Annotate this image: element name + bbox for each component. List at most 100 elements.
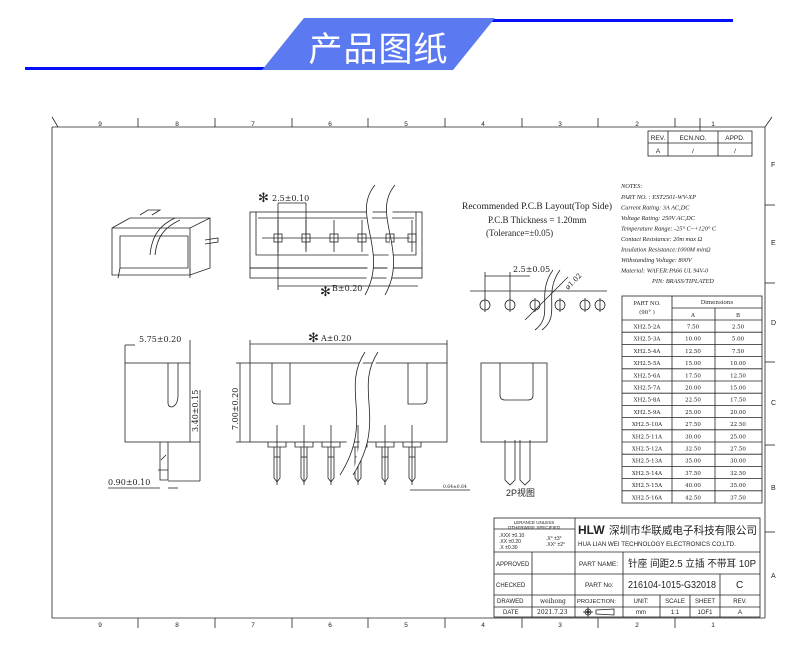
frame-column-label: 4 <box>481 622 485 629</box>
ecn-header: ECN.NO. <box>679 135 706 142</box>
frame-column-label: 1 <box>711 622 715 629</box>
front-length-dim: A±0.20 <box>320 334 351 343</box>
frame-column-label: 3 <box>558 622 562 629</box>
note-line: Contact Resistance: 20m max Ω <box>621 236 703 243</box>
pcb-pitch: 2.5±0.05 <box>513 265 550 274</box>
note-line: Material: WAFER:PA66 UL 94V-0 <box>620 268 709 275</box>
sheet-value: 1OF1 <box>697 610 713 616</box>
frame-row-label: F <box>771 162 775 169</box>
company-cn: 深圳市华联威电子科技有限公司 <box>609 523 757 537</box>
end-view <box>480 362 548 486</box>
banner-line-right <box>492 19 733 22</box>
approved-label: APPROVED <box>496 562 530 568</box>
notes-title: NOTES: <box>620 183 642 190</box>
front-view <box>236 340 470 491</box>
note-line: Voltage Rating: 250V AC,DC <box>621 215 696 222</box>
side-pin-dim: 0.90±0.10 <box>108 478 150 487</box>
frame-row-label: C <box>771 400 776 407</box>
table-dim-a: 12.50 <box>685 349 701 355</box>
part-no-label: PART No: <box>585 582 614 589</box>
note-line: Temperature Range: -25° C~+120° C <box>621 226 717 233</box>
drawed-label: DRAWED <box>497 599 524 605</box>
frame-column-label: 8 <box>175 121 179 128</box>
star-mark: ✻ <box>258 191 269 206</box>
table-dim-a: 27.50 <box>685 422 701 428</box>
table-col-b: B <box>736 313 740 319</box>
table-dim-a: 7.50 <box>687 325 700 331</box>
scale-value: 1:1 <box>671 610 680 616</box>
header-banner: 产品图纸 <box>262 18 495 70</box>
table-part-no: XH2.5-13A <box>632 459 663 465</box>
table-dim-b: 17.50 <box>730 398 746 404</box>
front-pin-dim: 0.64±0.64 <box>443 484 467 490</box>
table-dim-b: 32.50 <box>730 471 746 477</box>
frame-column-label: 8 <box>175 622 179 629</box>
table-dim-b: 25.00 <box>730 434 746 440</box>
table-part-header: PART NO. <box>633 301 661 307</box>
tol-line: .XX ±0.20 <box>499 539 521 545</box>
frame-column-label: 7 <box>251 121 255 128</box>
table-dim-b: 35.00 <box>730 483 746 489</box>
front-height-dim: 7.00±0.20 <box>231 388 240 430</box>
table-dim-b: 7.50 <box>732 349 745 355</box>
table-part-no: XH2.5-7A <box>634 386 662 392</box>
table-dim-a: 40.00 <box>685 483 701 489</box>
table-dim-header: Dimensions <box>701 300 734 306</box>
note-line: PART NO. : EST2501-WV-XP <box>620 194 696 201</box>
pcb-title: Recommended P.C.B Layout(Top Side) <box>462 201 612 211</box>
table-part-no: XH2.5-12A <box>632 447 663 453</box>
frame-column-label: 2 <box>635 121 639 128</box>
note-line: Insulation Resistance:1000M minΩ <box>620 247 711 254</box>
part-no-value: 216104-1015-G32018 <box>628 580 716 591</box>
frame-column-label: 9 <box>98 622 102 629</box>
table-dim-a: 10.00 <box>685 337 701 343</box>
sheet-label: SHEET <box>695 599 715 605</box>
table-part-no: XH2.5-6A <box>634 373 662 379</box>
drawed-value: weihong <box>540 598 566 605</box>
table-part-no: XH2.5-8A <box>634 398 662 404</box>
tolerance-title: LERANCE UNLESS <box>514 520 555 525</box>
frame-row-label: A <box>771 573 776 580</box>
rev-value: A <box>656 148 661 155</box>
pcb-thickness: P.C.B Thickness = 1.20mm <box>488 215 586 225</box>
part-name-label: PART NAME: <box>579 561 618 568</box>
table-dim-a: 42.50 <box>685 495 701 501</box>
frame-row-label: E <box>771 240 776 247</box>
title-block <box>493 517 761 618</box>
unit-value: mm <box>636 610 646 616</box>
table-part-sub: (90° ) <box>639 309 655 316</box>
table-dim-a: 22.50 <box>685 398 701 404</box>
part-name-value: 针座 间距2.5 立插 不带耳 10P <box>628 557 756 570</box>
frame-column-label: 6 <box>328 121 332 128</box>
projection-label: PROJECTION: <box>577 599 616 605</box>
table-part-no: XH2.5-16A <box>632 495 663 501</box>
table-part-no: XH2.5-9A <box>634 410 662 416</box>
side-height-dim: 3.40±0.15 <box>191 390 200 432</box>
table-dim-b: 15.00 <box>730 386 746 392</box>
star-mark: ✻ <box>308 331 319 346</box>
table-dim-b: 5.00 <box>732 337 745 343</box>
isometric-view <box>111 209 219 279</box>
appd-header: APPD. <box>725 135 745 142</box>
table-dim-a: 25.00 <box>685 410 701 416</box>
frame-row-label: B <box>771 485 776 492</box>
revision-table <box>647 118 753 157</box>
table-dim-b: 12.50 <box>730 373 746 379</box>
table-part-no: XH2.5-3A <box>634 337 662 343</box>
table-part-no: XH2.5-5A <box>634 361 662 367</box>
dimension-table <box>621 295 763 504</box>
pcb-tolerance: (Tolerance=±0.05) <box>486 228 553 238</box>
frame-column-label: 1 <box>711 121 715 128</box>
pcb-hole-dim: ø1.02 <box>564 272 584 292</box>
table-dim-a: 20.00 <box>685 386 701 392</box>
scale-label: SCALE <box>665 599 685 605</box>
company-en: HUA LIAN WEI TECHNOLOGY ELECTRONICS CO;L… <box>578 541 736 548</box>
frame-column-label: 5 <box>404 622 408 629</box>
page-title: 产品图纸 <box>308 30 449 70</box>
company-logo: HLW <box>578 523 605 537</box>
table-part-no: XH2.5-4A <box>634 349 662 355</box>
tol-line: .XXX ±0.10 <box>499 533 524 539</box>
frame-column-label: 3 <box>558 121 562 128</box>
unit-label: UNIT: <box>634 599 649 605</box>
